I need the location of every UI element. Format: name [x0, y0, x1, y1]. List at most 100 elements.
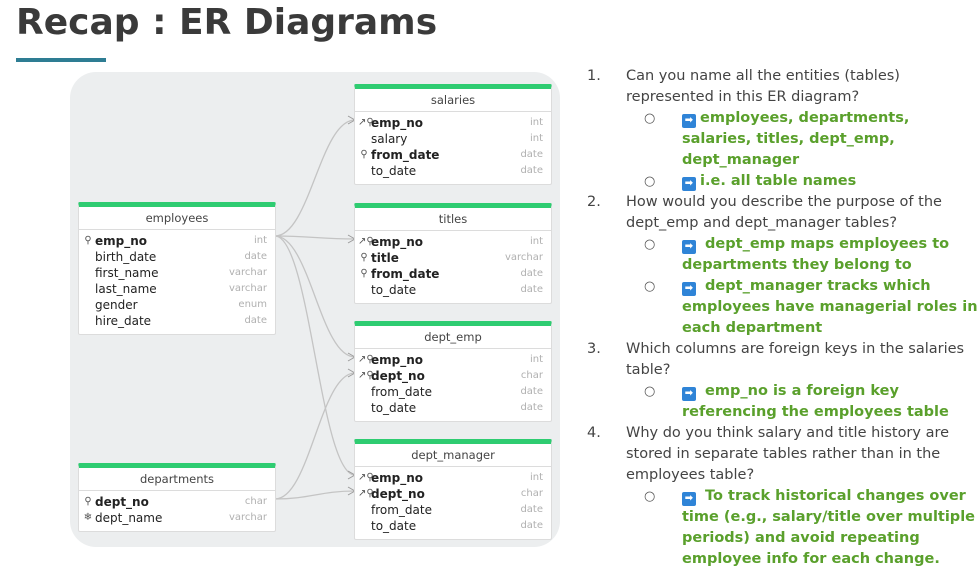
column-row: to_date date: [355, 163, 551, 179]
question-text: Can you name all the entities (tables) r…: [626, 68, 900, 105]
crowfoot-dept-emp-emp: [347, 352, 356, 362]
column-name: emp_no: [371, 116, 424, 130]
edge-employees-salaries: [274, 119, 356, 237]
primary-key-icon: ⚲: [360, 268, 368, 279]
table-header-employees: employees: [79, 207, 275, 230]
column-name: hire_date: [95, 314, 152, 328]
column-type: int: [529, 133, 543, 144]
answer-item: ○ ➡ emp_no is a foreign key referencing t…: [578, 381, 978, 423]
arrow-right-icon: ➡: [682, 492, 696, 506]
table-header-titles: titles: [355, 208, 551, 231]
column-row: ↗⚲emp_no int: [355, 470, 551, 486]
bullet-icon: ○: [644, 279, 656, 294]
primary-key-icon: ⚲: [84, 235, 92, 246]
column-type: int: [529, 472, 543, 483]
column-type: date: [520, 268, 543, 279]
column-row: ↗⚲emp_no int: [355, 115, 551, 131]
question-item: 2. How would you describe the purpose of …: [578, 192, 978, 234]
edge-employees-dept-emp: [274, 235, 356, 358]
answer-text: dept_emp maps employees to departments t…: [682, 236, 950, 273]
foreign-key-icon: ↗⚲: [358, 472, 374, 483]
column-row: to_date date: [355, 518, 551, 534]
column-type: int: [529, 117, 543, 128]
arrow-right-icon: ➡: [682, 387, 696, 401]
column-type: date: [520, 284, 543, 295]
column-type: enum: [238, 299, 267, 310]
column-type: int: [529, 354, 543, 365]
answer-item: ○➡ To track historical changes over time…: [578, 486, 978, 570]
question-text: How would you describe the purpose of th…: [626, 194, 942, 231]
table-header-departments: departments: [79, 468, 275, 491]
edge-departments-dept-manager: [274, 490, 356, 500]
foreign-key-icon: ↗⚲: [358, 236, 374, 247]
primary-key-icon: ⚲: [84, 496, 92, 507]
column-name: to_date: [371, 164, 417, 178]
bullet-icon: ○: [644, 489, 656, 504]
arrow-right-icon: ➡: [682, 240, 696, 254]
column-type: date: [520, 165, 543, 176]
column-name: emp_no: [371, 471, 424, 485]
crowfoot-dept-manager-emp: [347, 470, 356, 480]
column-name: from_date: [371, 267, 440, 281]
answer-item: ○➡employees, departments, salaries, titl…: [578, 108, 978, 171]
column-type: char: [520, 488, 543, 499]
table-header-dept-emp: dept_emp: [355, 326, 551, 349]
foreign-key-icon: ↗⚲: [358, 370, 374, 381]
question-item: 3.Which columns are foreign keys in the …: [578, 339, 978, 381]
answer-text: emp_no is a foreign key referencing the …: [682, 383, 949, 420]
column-type: char: [520, 370, 543, 381]
table-header-salaries: salaries: [355, 89, 551, 112]
question-number: 3.: [587, 341, 601, 357]
arrow-right-icon: ➡: [682, 282, 696, 296]
column-name: dept_no: [371, 487, 425, 501]
bullet-icon: ○: [644, 111, 656, 126]
question-number: 4.: [587, 425, 601, 441]
edge-departments-dept-emp: [274, 372, 356, 500]
answer-text: i.e. all table names: [700, 173, 857, 189]
column-name: to_date: [371, 283, 417, 297]
primary-key-icon: ⚲: [360, 252, 368, 263]
title-underline: [16, 58, 106, 62]
foreign-key-icon: ↗⚲: [358, 117, 374, 128]
relationship-lines: [274, 115, 356, 500]
column-name: to_date: [371, 519, 417, 533]
bullet-icon: ○: [644, 237, 656, 252]
bullet-icon: ○: [644, 384, 656, 399]
column-row: to_date date: [355, 282, 551, 298]
column-name: gender: [95, 298, 138, 312]
unique-key-icon: ❄: [83, 512, 93, 523]
column-type: char: [244, 496, 267, 507]
question-number: 1.: [587, 68, 601, 84]
column-name: title: [371, 251, 399, 265]
column-type: date: [520, 520, 543, 531]
arrow-right-icon: ➡: [682, 177, 696, 191]
question-item: 4. Why do you think salary and title hist…: [578, 423, 978, 486]
question-number: 2.: [587, 194, 601, 210]
column-type: date: [520, 504, 543, 515]
question-text: Why do you think salary and title histor…: [626, 425, 950, 483]
column-name: emp_no: [371, 235, 424, 249]
column-name: to_date: [371, 401, 417, 415]
column-row: gender enum: [79, 297, 275, 313]
edge-employees-dept-manager: [274, 235, 356, 476]
column-type: varchar: [228, 283, 267, 294]
column-name: first_name: [95, 266, 159, 280]
